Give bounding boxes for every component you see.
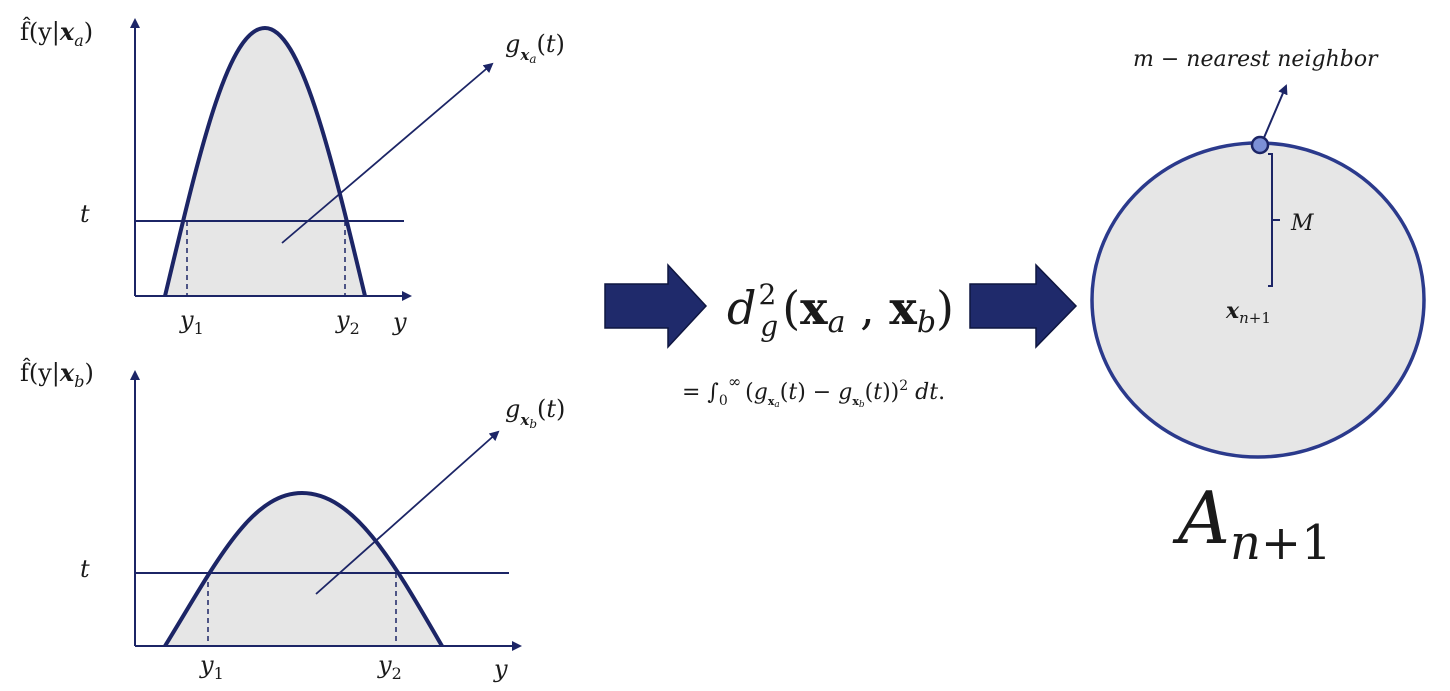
- top-t-label: t: [80, 200, 90, 228]
- set-name-label: An+1: [1172, 476, 1332, 571]
- bottom-x-axis-label: y: [493, 655, 508, 683]
- block-arrow-left: [604, 263, 708, 349]
- bottom-g-arrow: [315, 430, 500, 595]
- top-x-axis-label: y: [392, 308, 407, 336]
- neighborhood-circle: [1090, 141, 1426, 459]
- bottom-g-label: gxb(t): [505, 395, 565, 431]
- center-label: xn+1: [1225, 298, 1271, 327]
- nearest-neighbor-point: [1250, 135, 1270, 155]
- bottom-density-plot: f̂(y|xb) t y1 y2 y gxb(t): [20, 358, 565, 683]
- nn-label: m − nearest neighbor: [1133, 47, 1379, 72]
- nn-arrow: [1262, 84, 1288, 141]
- radius-label: M: [1290, 211, 1314, 236]
- bottom-y-axis-label: f̂(y|xb): [20, 358, 94, 391]
- bottom-y2-label: y2: [377, 651, 402, 683]
- radius-bracket: [1268, 153, 1280, 287]
- top-density-curve: [163, 25, 367, 297]
- top-g-arrow: [281, 62, 494, 244]
- bottom-t-label: t: [80, 555, 90, 583]
- top-g-label: gxa(t): [505, 30, 565, 66]
- bottom-density-area: [165, 493, 442, 646]
- top-density-area: [165, 28, 365, 296]
- bottom-y1-label: y1: [199, 651, 224, 683]
- top-y2-label: y2: [335, 306, 360, 338]
- neighborhood-diagram: m − nearest neighbor M xn+1 An+1: [1090, 47, 1426, 571]
- top-density-plot: f̂(y|xa) t y1 y2 y gxa(t): [20, 17, 565, 338]
- block-arrow-right: [969, 263, 1078, 349]
- top-y-axis-label: f̂(y|xa): [20, 17, 93, 50]
- top-y1-label: y1: [179, 306, 204, 338]
- distance-integral: = ∫0∞(gxa(t) − gxb(t))2 dt.: [682, 372, 945, 410]
